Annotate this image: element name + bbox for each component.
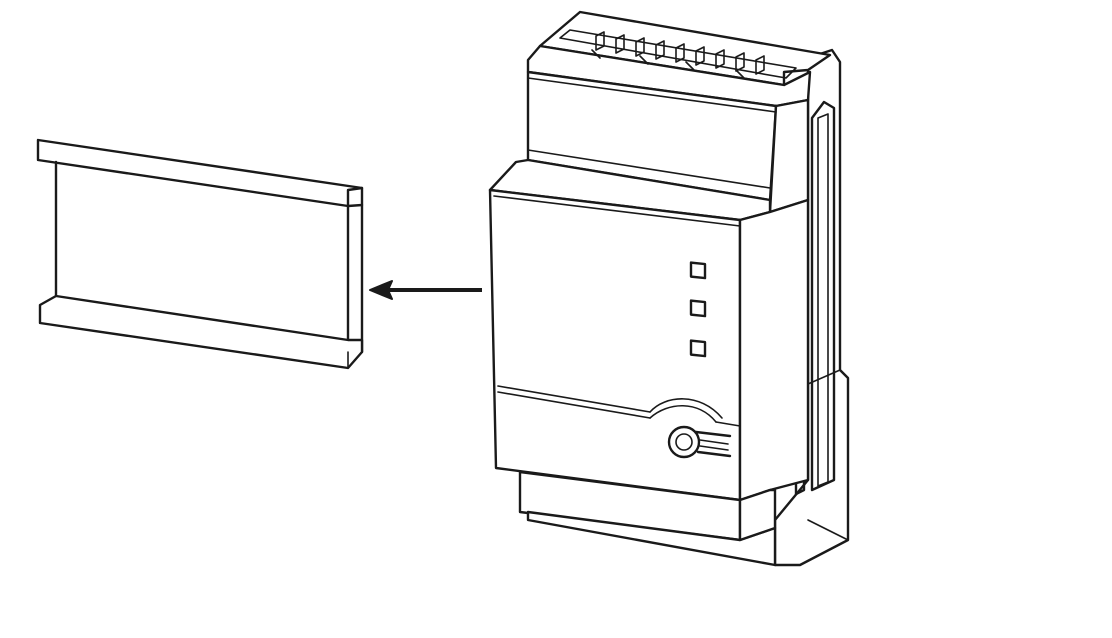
device-terminal-block — [526, 10, 832, 108]
led-1-indicator — [689, 261, 707, 280]
release-button-icon — [667, 425, 732, 459]
device-lower-body — [518, 470, 777, 567]
din-rail-device — [488, 10, 850, 567]
indicator-leds — [689, 261, 707, 358]
device-front-panel — [488, 158, 810, 502]
mounting-arrow — [369, 280, 482, 300]
led-2-indicator — [689, 299, 707, 318]
din-rail — [36, 138, 364, 370]
led-3-indicator — [689, 339, 707, 358]
